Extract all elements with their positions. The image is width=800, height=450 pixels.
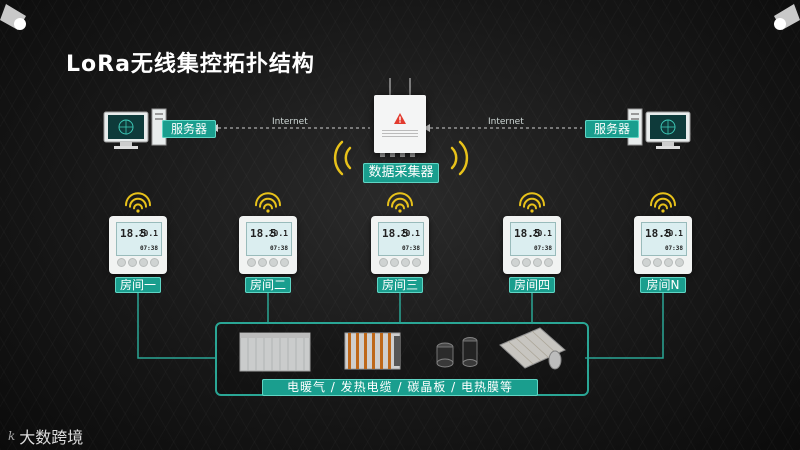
- thermostat-button: [401, 258, 410, 267]
- thermostat-buttons: [379, 258, 421, 268]
- room-label-4: 房间四: [509, 277, 555, 293]
- thermostat-temperature: 18.5: [250, 227, 277, 240]
- wifi-icon: [125, 192, 151, 213]
- oil-heater-icon: [344, 332, 401, 370]
- heating-film-icon: [499, 327, 566, 370]
- data-collector-device: [374, 95, 426, 153]
- wifi-icon: [387, 192, 413, 213]
- thermostat-button: [642, 258, 651, 267]
- thermostat-buttons: [511, 258, 553, 268]
- server-left-icon: [103, 108, 167, 149]
- internet-label-right: Internet: [488, 117, 524, 127]
- server-left-label: 服务器: [162, 120, 216, 138]
- thermostat-button: [675, 258, 684, 267]
- spotlight-left-icon: [0, 4, 26, 30]
- collector-label: 数据采集器: [363, 163, 439, 183]
- heating-cable-icon: [436, 337, 478, 368]
- server-right-label: 服务器: [585, 120, 639, 138]
- thermostat-setpoint: 20.1: [532, 229, 552, 238]
- thermostat-setpoint: 20.1: [268, 229, 288, 238]
- thermostat-time: 07:38: [269, 245, 288, 252]
- thermostat-button: [511, 258, 520, 267]
- signal-left-icon: [333, 140, 352, 176]
- room-label-2: 房间二: [245, 277, 291, 293]
- thermostat-button: [412, 258, 421, 267]
- thermostat-button: [379, 258, 388, 267]
- brand-name: 大数跨境: [19, 428, 84, 447]
- thermostat-temperature: 18.5: [382, 227, 409, 240]
- thermostat-button: [269, 258, 278, 267]
- room-label-1: 房间一: [115, 277, 161, 293]
- brand-mark: k: [8, 429, 16, 443]
- thermostat-temperature: 18.5: [514, 227, 541, 240]
- thermostat-button: [139, 258, 148, 267]
- thermostat-button: [128, 258, 137, 267]
- internet-label-left: Internet: [272, 117, 308, 127]
- collector-text-lines: [382, 129, 418, 137]
- thermostat-button: [664, 258, 673, 267]
- thermostat-temperature: 18.5: [645, 227, 672, 240]
- thermostat-setpoint: 20.1: [400, 229, 420, 238]
- thermostat-button: [247, 258, 256, 267]
- thermostat-buttons: [642, 258, 684, 268]
- thermostat-button: [544, 258, 553, 267]
- thermostat-button: [150, 258, 159, 267]
- line-roomN: [585, 292, 664, 359]
- thermostat-temperature: 18.5: [120, 227, 147, 240]
- internet-arrow-right: [423, 124, 430, 132]
- thermostat-time: 07:38: [533, 245, 552, 252]
- thermostat-button: [280, 258, 289, 267]
- thermostat-button: [653, 258, 662, 267]
- thermostat-button: [117, 258, 126, 267]
- thermostat-setpoint: 20.1: [138, 229, 158, 238]
- thermostat-time: 07:38: [664, 245, 683, 252]
- thermostat-time: 07:38: [139, 245, 158, 252]
- thermostat-buttons: [247, 258, 289, 268]
- thermostat-time: 07:38: [401, 245, 420, 252]
- thermostat-buttons: [117, 258, 159, 268]
- spotlight-right-icon: [774, 4, 800, 30]
- warning-icon: [394, 113, 406, 124]
- thermostat-button: [533, 258, 542, 267]
- room-label-5: 房间N: [640, 277, 686, 293]
- wifi-icon: [650, 192, 676, 213]
- room-label-3: 房间三: [377, 277, 423, 293]
- page-title: LoRa无线集控拓扑结构: [66, 52, 315, 77]
- thermostat-setpoint: 20.1: [663, 229, 683, 238]
- thermostat-button: [522, 258, 531, 267]
- thermostat-button: [258, 258, 267, 267]
- wifi-icon: [519, 192, 545, 213]
- thermostat-button: [390, 258, 399, 267]
- brand-logo: k 大数跨境: [8, 424, 83, 448]
- line-room1: [137, 292, 215, 359]
- heating-devices-label: 电暖气 / 发热电缆 / 碳晶板 / 电热膜等: [262, 379, 538, 396]
- signal-right-icon: [450, 140, 469, 176]
- wifi-icon: [255, 192, 281, 213]
- radiator-icon: [239, 332, 311, 372]
